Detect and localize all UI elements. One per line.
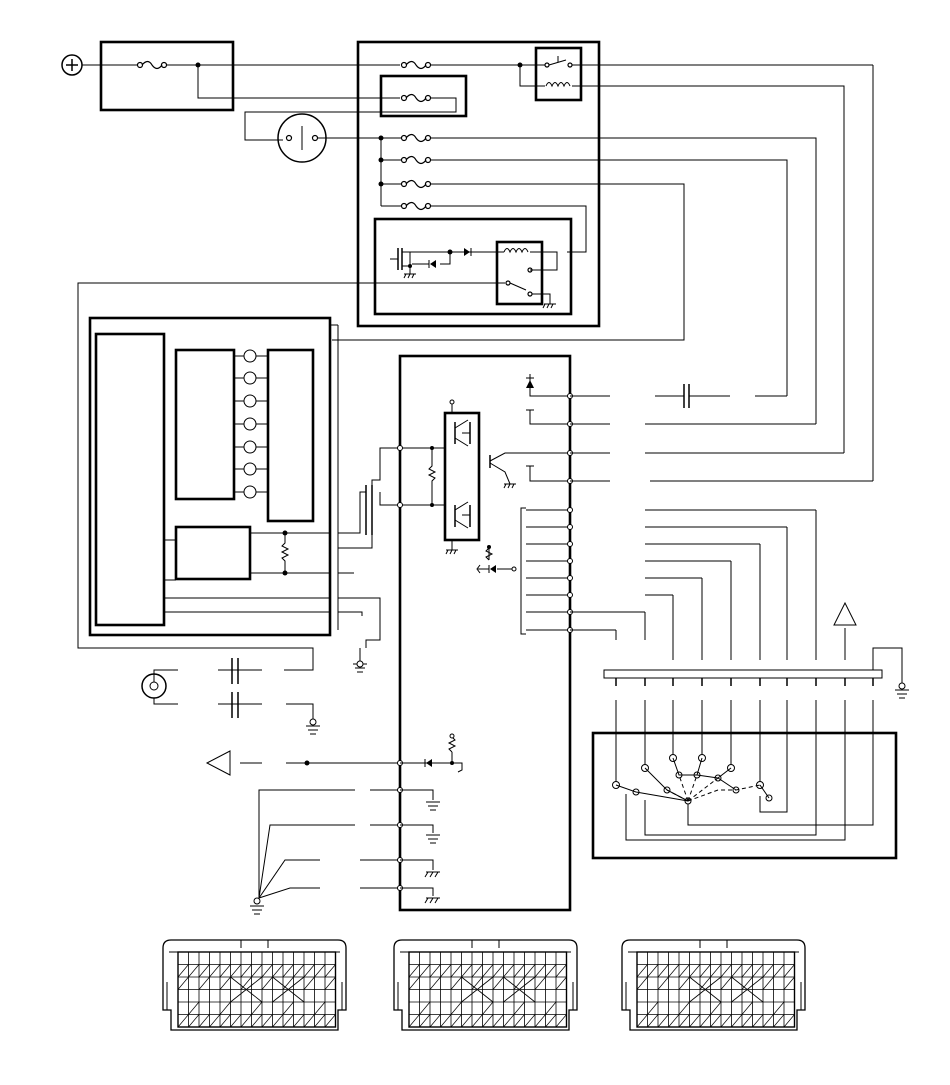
ground-icon [250, 897, 264, 915]
diode-icon [464, 248, 472, 256]
relay-coil-icon [545, 82, 571, 88]
ground-icon [426, 801, 440, 811]
ecu-lower-input [400, 733, 463, 773]
signal-bus [520, 507, 573, 635]
ground-icon [403, 273, 416, 279]
main-relay [534, 46, 583, 102]
combination-meter [88, 316, 332, 637]
resistor-icon [427, 448, 437, 505]
meter-driver [174, 348, 236, 501]
diode-icon-2 [428, 260, 436, 268]
wire-harness-connector [603, 669, 883, 679]
switch-icon [218, 658, 262, 718]
sub-relay [495, 240, 544, 306]
connector-pins [615, 678, 874, 686]
meter-to-ecu-wires [338, 447, 400, 648]
ground-icon [895, 682, 909, 699]
sub-relay-coil-icon [503, 248, 529, 254]
meter-indicator-block [266, 348, 315, 523]
relay-circuit-box [373, 217, 573, 316]
meter-cpu [94, 332, 166, 627]
resistor-icon [280, 533, 290, 573]
battery-terminal [61, 54, 83, 76]
fuse-4 [381, 155, 432, 165]
main-fuse [400, 60, 432, 70]
sub-relay-contact-icon [505, 280, 533, 297]
ground-icon [306, 718, 320, 735]
module-wiring [612, 700, 874, 841]
connector-face-3 [621, 939, 806, 1031]
connector-face-2 [393, 939, 578, 1031]
ecu-inputs [489, 374, 570, 485]
ground-icon [424, 897, 440, 904]
transistor-icon [454, 501, 471, 529]
connector-face-1 [162, 939, 347, 1031]
indicator-lamps [234, 349, 268, 499]
relay-contact-icon [544, 56, 573, 68]
arrow-up-icon [833, 601, 857, 626]
transistor-icon [454, 419, 471, 447]
fusible-link [136, 60, 168, 70]
ground-icon [542, 303, 556, 309]
diode-capacitor-icon [655, 384, 787, 408]
transistor-icon [390, 248, 412, 274]
fuse-3 [381, 133, 432, 143]
arrow-left-icon [205, 750, 231, 776]
sensor-module [591, 731, 898, 860]
fusible-link-box [99, 40, 235, 112]
ground-icon [426, 834, 440, 844]
lamp-icon [141, 669, 178, 705]
connector-views [162, 939, 806, 1031]
meter-interface [174, 525, 252, 581]
fuse-2 [400, 93, 432, 103]
control-unit [398, 354, 572, 912]
fuse-6 [381, 201, 432, 211]
ground-icon [445, 549, 458, 555]
ground-icon [353, 648, 367, 673]
fuse-5 [381, 179, 432, 189]
ground-wires [258, 787, 434, 899]
ground-icon [503, 483, 516, 489]
output-driver [443, 411, 481, 542]
sensor-input [476, 545, 517, 574]
ground-icon [424, 871, 440, 878]
output-wires [570, 509, 846, 660]
fuse-subbox [379, 74, 468, 118]
